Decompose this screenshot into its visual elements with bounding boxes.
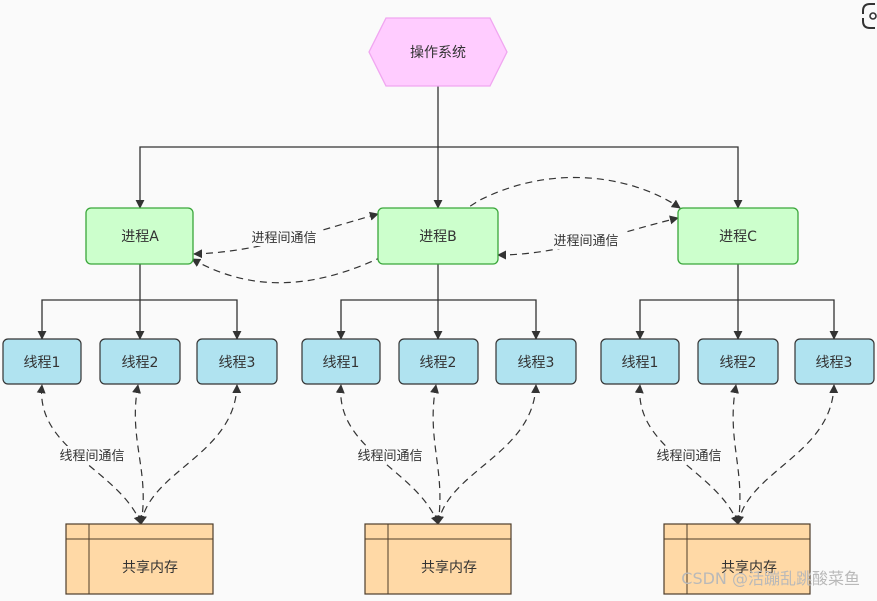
shared-memory-node: 共享内存 [65,523,214,595]
thread-label: 线程3 [518,355,555,371]
edge-mem-a-thread-2 [132,384,147,525]
thread-box [495,338,577,385]
process-node: 进程B [377,207,499,265]
os-node: 操作系统 [368,17,508,87]
thread-box [600,338,680,385]
edge-process-a-thread-1 [37,299,140,340]
process-box [377,207,499,265]
edge-os-process-a [135,146,438,209]
thread-label: 线程2 [122,355,159,371]
edge-mem-c-thread-2 [730,384,744,525]
process-box [677,207,799,265]
process-label: 进程C [719,229,757,245]
os-hexagon [368,17,508,87]
thread-label: 线程3 [816,355,853,371]
process-box [85,207,194,265]
process-thread-edges [37,264,839,340]
edge-mem-b-thread-3 [435,384,541,525]
memory-label: 共享内存 [421,559,477,576]
os-label: 操作系统 [410,45,466,61]
edge-mem-a-thread-3 [137,384,242,525]
thread-box [99,338,181,385]
thread-box [794,338,875,385]
os-edges [135,86,743,209]
memory-label: 共享内存 [122,559,178,576]
shared-memory-node: 共享内存 [364,523,512,595]
memory-box [364,523,512,595]
process-nodes: 进程A 进程B 进程C [85,207,799,265]
edge-mem-b-thread-2 [430,384,444,525]
memory-box [65,523,214,595]
thread-box [196,338,278,385]
ipc-label: 进程间通信 [553,234,618,249]
thread-label: 线程2 [420,355,457,371]
edge-process-c-thread-1 [635,299,738,340]
memory-label: 共享内存 [721,559,777,576]
thread-box [2,338,82,385]
memory-box [663,523,811,595]
ipc-label: 进程间通信 [251,231,316,246]
thread-comm-label: 线程间通信 [656,449,721,464]
thread-label: 线程1 [24,355,61,371]
edge-os-process-c [438,146,743,209]
thread-comm-label: 线程间通信 [357,449,422,464]
process-label: 进程B [419,229,457,245]
watermark: CSDN @活蹦乱跳酸菜鱼 [681,569,860,588]
shared-memory-nodes: 共享内存 共享内存 共享内存 [65,523,811,595]
thread-nodes: 线程1 线程2 线程3 线程1 线程2 线程3 线程1 线程2 线程3 [2,338,875,385]
thread-box [301,338,381,385]
thread-label: 线程1 [323,355,360,371]
edge-process-b-thread-1 [336,299,438,340]
process-node: 进程C [677,207,799,265]
edge-process-c-thread-3 [738,299,839,340]
edge-mem-c-thread-3 [735,384,839,525]
edge-ipc-a-c [191,176,681,284]
thread-box [398,338,479,385]
edge-labels: 进程间通信 进程间通信 线程间通信 线程间通信 线程间通信 [53,228,728,464]
thread-comm-label: 线程间通信 [59,449,124,464]
scan-icon[interactable] [859,0,877,30]
process-node: 进程A [85,207,194,265]
edge-process-a-thread-3 [140,299,242,340]
thread-label: 线程1 [622,355,659,371]
shared-memory-node: 共享内存 [663,523,811,595]
edge-process-b-thread-3 [438,299,541,340]
thread-label: 线程2 [720,355,757,371]
thread-box [697,338,779,385]
process-label: 进程A [121,229,159,245]
thread-label: 线程3 [219,355,256,371]
